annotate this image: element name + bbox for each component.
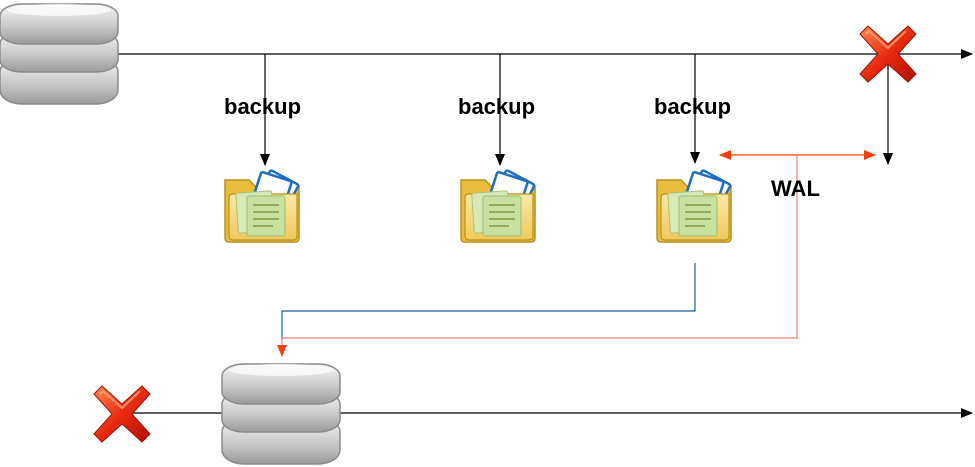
primary-database-icon [0, 3, 119, 105]
recovered-database-icon [221, 363, 341, 465]
restore-wal-path [277, 155, 798, 357]
backup-folder-icon-3 [655, 168, 733, 244]
backup-label-1: backup [224, 94, 302, 119]
restore-backup-path [281, 263, 696, 340]
backup-folder-icon-2 [459, 168, 537, 244]
backup-folder-icon-1 [223, 168, 301, 244]
backup-label-2: backup [458, 94, 536, 119]
wal-label: WAL [771, 176, 820, 201]
backup-label-3: backup [654, 94, 732, 119]
recovery-failure-x-icon [93, 385, 151, 443]
